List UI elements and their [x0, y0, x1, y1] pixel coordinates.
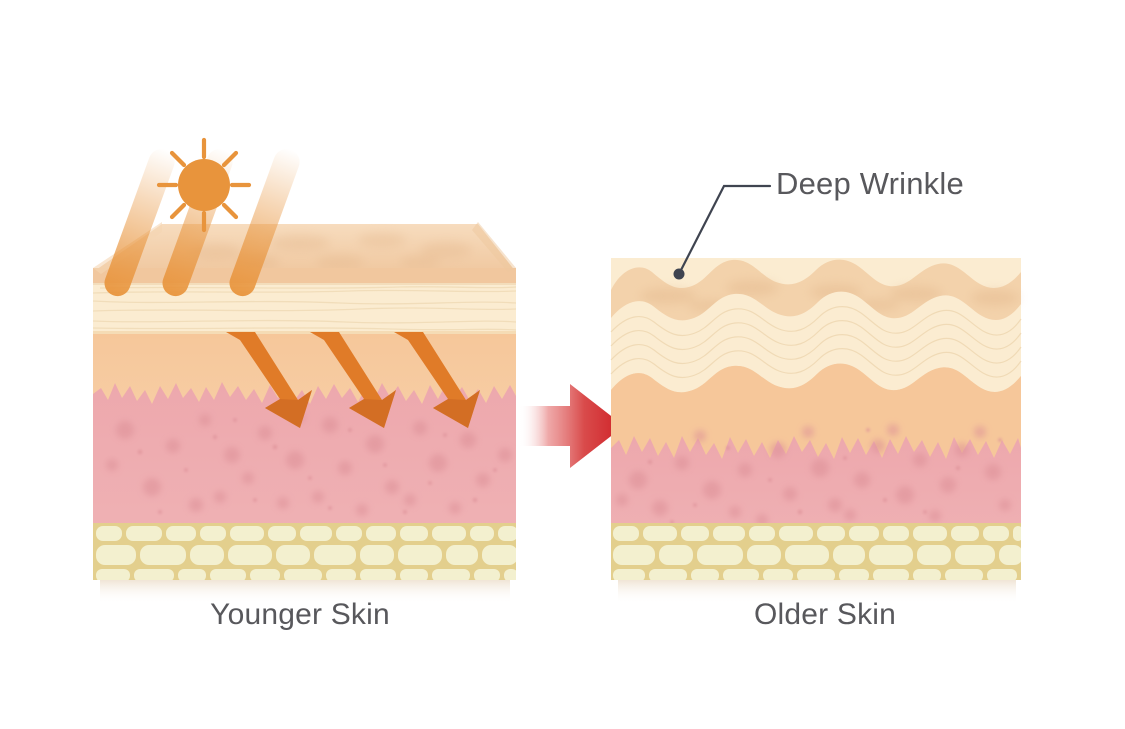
- leader-dot: [673, 268, 685, 280]
- sun-rays-spikes: [156, 137, 252, 233]
- older-stratum-corneum: [611, 291, 1021, 393]
- transition-arrow: [519, 384, 624, 468]
- penetration-arrow-3: [394, 332, 480, 428]
- older-corneum-striations: [610, 306, 1022, 379]
- corneum-bottom-line: [93, 331, 516, 334]
- sun-and-uv-rays-group: [104, 137, 300, 297]
- right-arrow-icon: [519, 384, 624, 468]
- older-skin-block: [610, 258, 1022, 604]
- younger-right-bevel: [472, 222, 516, 272]
- older-skin-caption: Older Skin: [753, 598, 897, 631]
- younger-block-shadow: [100, 578, 510, 604]
- penetration-arrow-2: [310, 332, 396, 428]
- older-surface-shading: [640, 280, 1019, 312]
- fat-cells: [96, 526, 516, 580]
- older-epidermis-lower: [611, 363, 1021, 470]
- older-block-shadow: [618, 578, 1016, 604]
- penetration-arrow-1: [226, 332, 312, 428]
- older-fat-cells: [613, 526, 1021, 580]
- younger-front-face: [93, 268, 516, 580]
- older-dermis-spots: [616, 424, 1011, 526]
- leader-line: [677, 184, 772, 276]
- dermis-spots: [106, 413, 512, 516]
- uv-penetration-arrows: [226, 332, 480, 428]
- sun-icon: [156, 137, 252, 233]
- corneum-top-line: [93, 283, 516, 285]
- sun-disc: [178, 159, 230, 211]
- deep-wrinkle-label: Deep Wrinkle: [776, 166, 964, 201]
- younger-skin-block: [93, 222, 516, 604]
- younger-skin-caption: Younger Skin: [210, 598, 390, 631]
- deep-wrinkle-leader: [673, 184, 772, 280]
- uv-ray-3: [229, 148, 300, 297]
